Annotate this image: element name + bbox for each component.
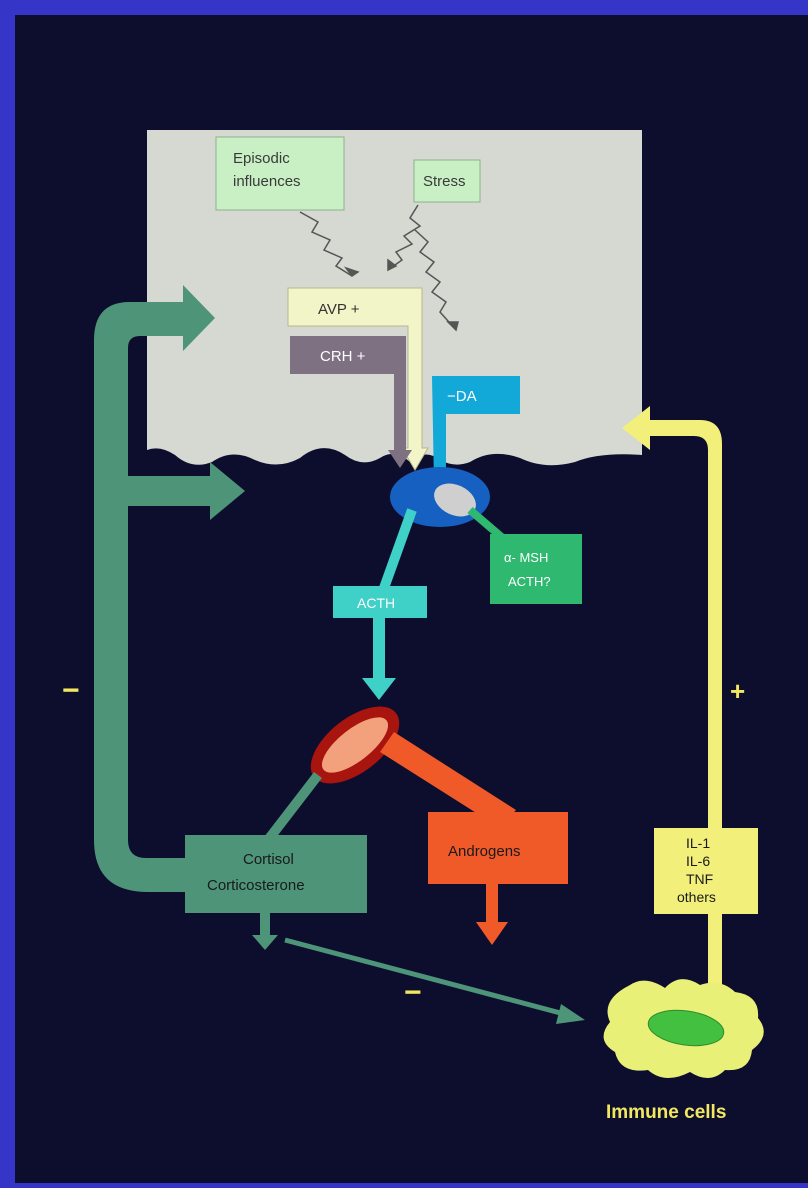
androgens-label: Androgens	[448, 843, 521, 860]
cortisol-connector	[264, 771, 322, 844]
minus-sign-bottom: −	[404, 976, 422, 1009]
cortisol-to-immune-arrow-head	[556, 1004, 585, 1024]
cytokines-label-3: TNF	[686, 871, 713, 887]
androgens-box	[428, 812, 568, 884]
acth-box	[333, 586, 427, 618]
acth-arrow-shaft	[373, 618, 385, 680]
cortisol-down-arrow-head	[252, 935, 278, 950]
immune-cells-label: Immune cells	[606, 1102, 726, 1123]
negative-feedback-loop	[94, 285, 245, 892]
acth-label: ACTH	[357, 595, 395, 611]
msh-label-1: α- MSH	[504, 550, 548, 565]
crh-arrow	[290, 336, 412, 468]
minus-sign-left: −	[62, 674, 80, 707]
crh-label: CRH +	[320, 348, 366, 365]
stress-label: Stress	[423, 173, 466, 190]
cytokines-label-1: IL-1	[686, 835, 710, 851]
stress-squiggle-arrows	[299, 204, 459, 332]
androgens-down-arrow-shaft	[486, 884, 498, 924]
androgens-down-arrow-head	[476, 922, 508, 945]
episodic-influences-label-2: influences	[233, 173, 301, 190]
cytokines-box	[654, 828, 758, 914]
acth-connector	[379, 508, 417, 590]
cytokines-label-2: IL-6	[686, 853, 710, 869]
avp-arrow	[287, 287, 429, 471]
androgens-connector	[380, 732, 516, 828]
cortisol-label-1: Cortisol	[243, 851, 294, 868]
avp-label: AVP +	[318, 301, 360, 318]
da-label: −DA	[447, 388, 477, 405]
episodic-influences-box	[215, 136, 345, 211]
positive-feedback-loop	[622, 406, 722, 990]
pituitary-posterior-lobe	[434, 483, 476, 517]
acth-arrow-head	[362, 678, 396, 700]
msh-label-2: ACTH?	[508, 574, 551, 589]
cortisol-box	[185, 835, 367, 913]
cortisol-label-2: Corticosterone	[207, 877, 305, 894]
da-arrow	[432, 376, 520, 484]
immune-cell-nucleus	[647, 1009, 725, 1047]
msh-box	[490, 534, 582, 604]
episodic-influences-label-1: Episodic	[233, 150, 290, 167]
cortisol-to-immune-arrow	[284, 937, 569, 1018]
plus-sign-right: +	[730, 676, 745, 706]
cytokines-label-4: others	[677, 889, 716, 905]
adrenal-gland	[310, 706, 400, 784]
stress-box	[413, 159, 481, 203]
cortisol-down-arrow-shaft	[260, 913, 270, 937]
